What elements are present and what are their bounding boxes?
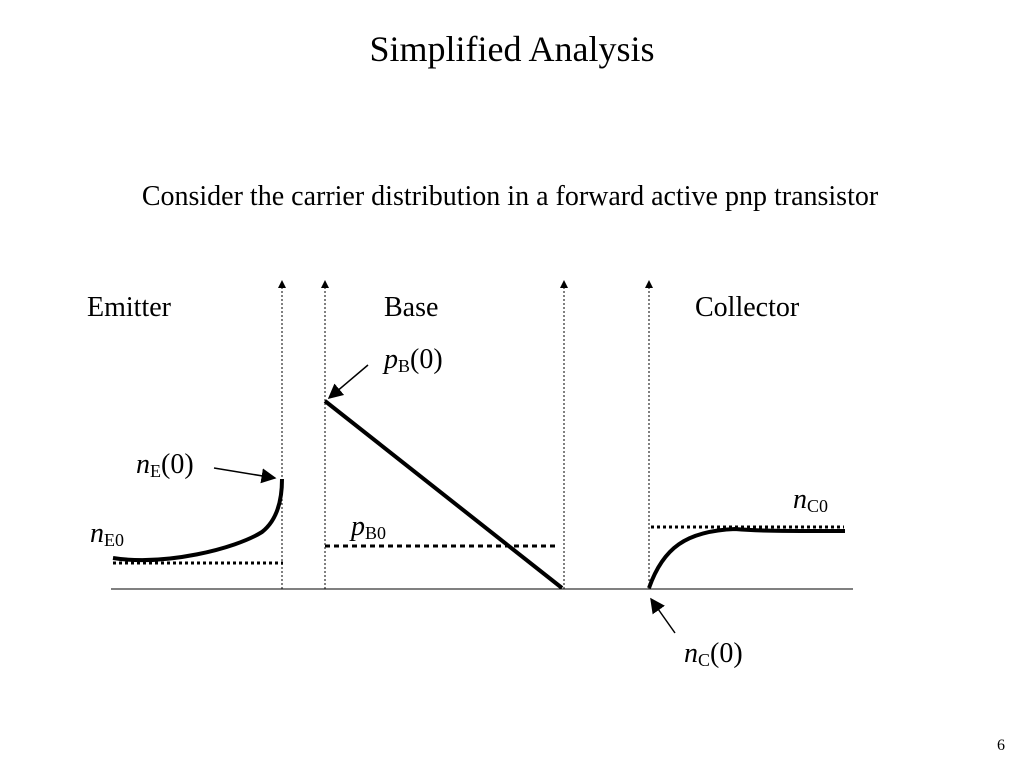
nC-edge-arrow [650, 597, 676, 634]
nC-edge-label: nC(0) [684, 638, 743, 670]
nE-edge-arrow [213, 467, 277, 484]
base-minority-carrier-line [323, 399, 564, 590]
page-number: 6 [997, 737, 1005, 754]
page-title: Simplified Analysis [369, 29, 655, 69]
collector-minority-carrier-curve [647, 526, 846, 589]
pB-edge-label: pB(0) [384, 344, 443, 376]
pB-edge-arrow [327, 364, 369, 399]
base-label: Base [384, 292, 439, 323]
collector-label: Collector [695, 292, 800, 323]
nE0-level-label: nE0 [90, 518, 124, 550]
emitter-minority-carrier-curve [112, 478, 284, 563]
nE-edge-label: nE(0) [136, 449, 194, 481]
intro-text: Consider the carrier distribution in a f… [141, 181, 879, 212]
nC0-level-label: nC0 [793, 484, 829, 516]
pB0-level-label: pB0 [351, 511, 387, 543]
emitter-label: Emitter [87, 292, 171, 323]
